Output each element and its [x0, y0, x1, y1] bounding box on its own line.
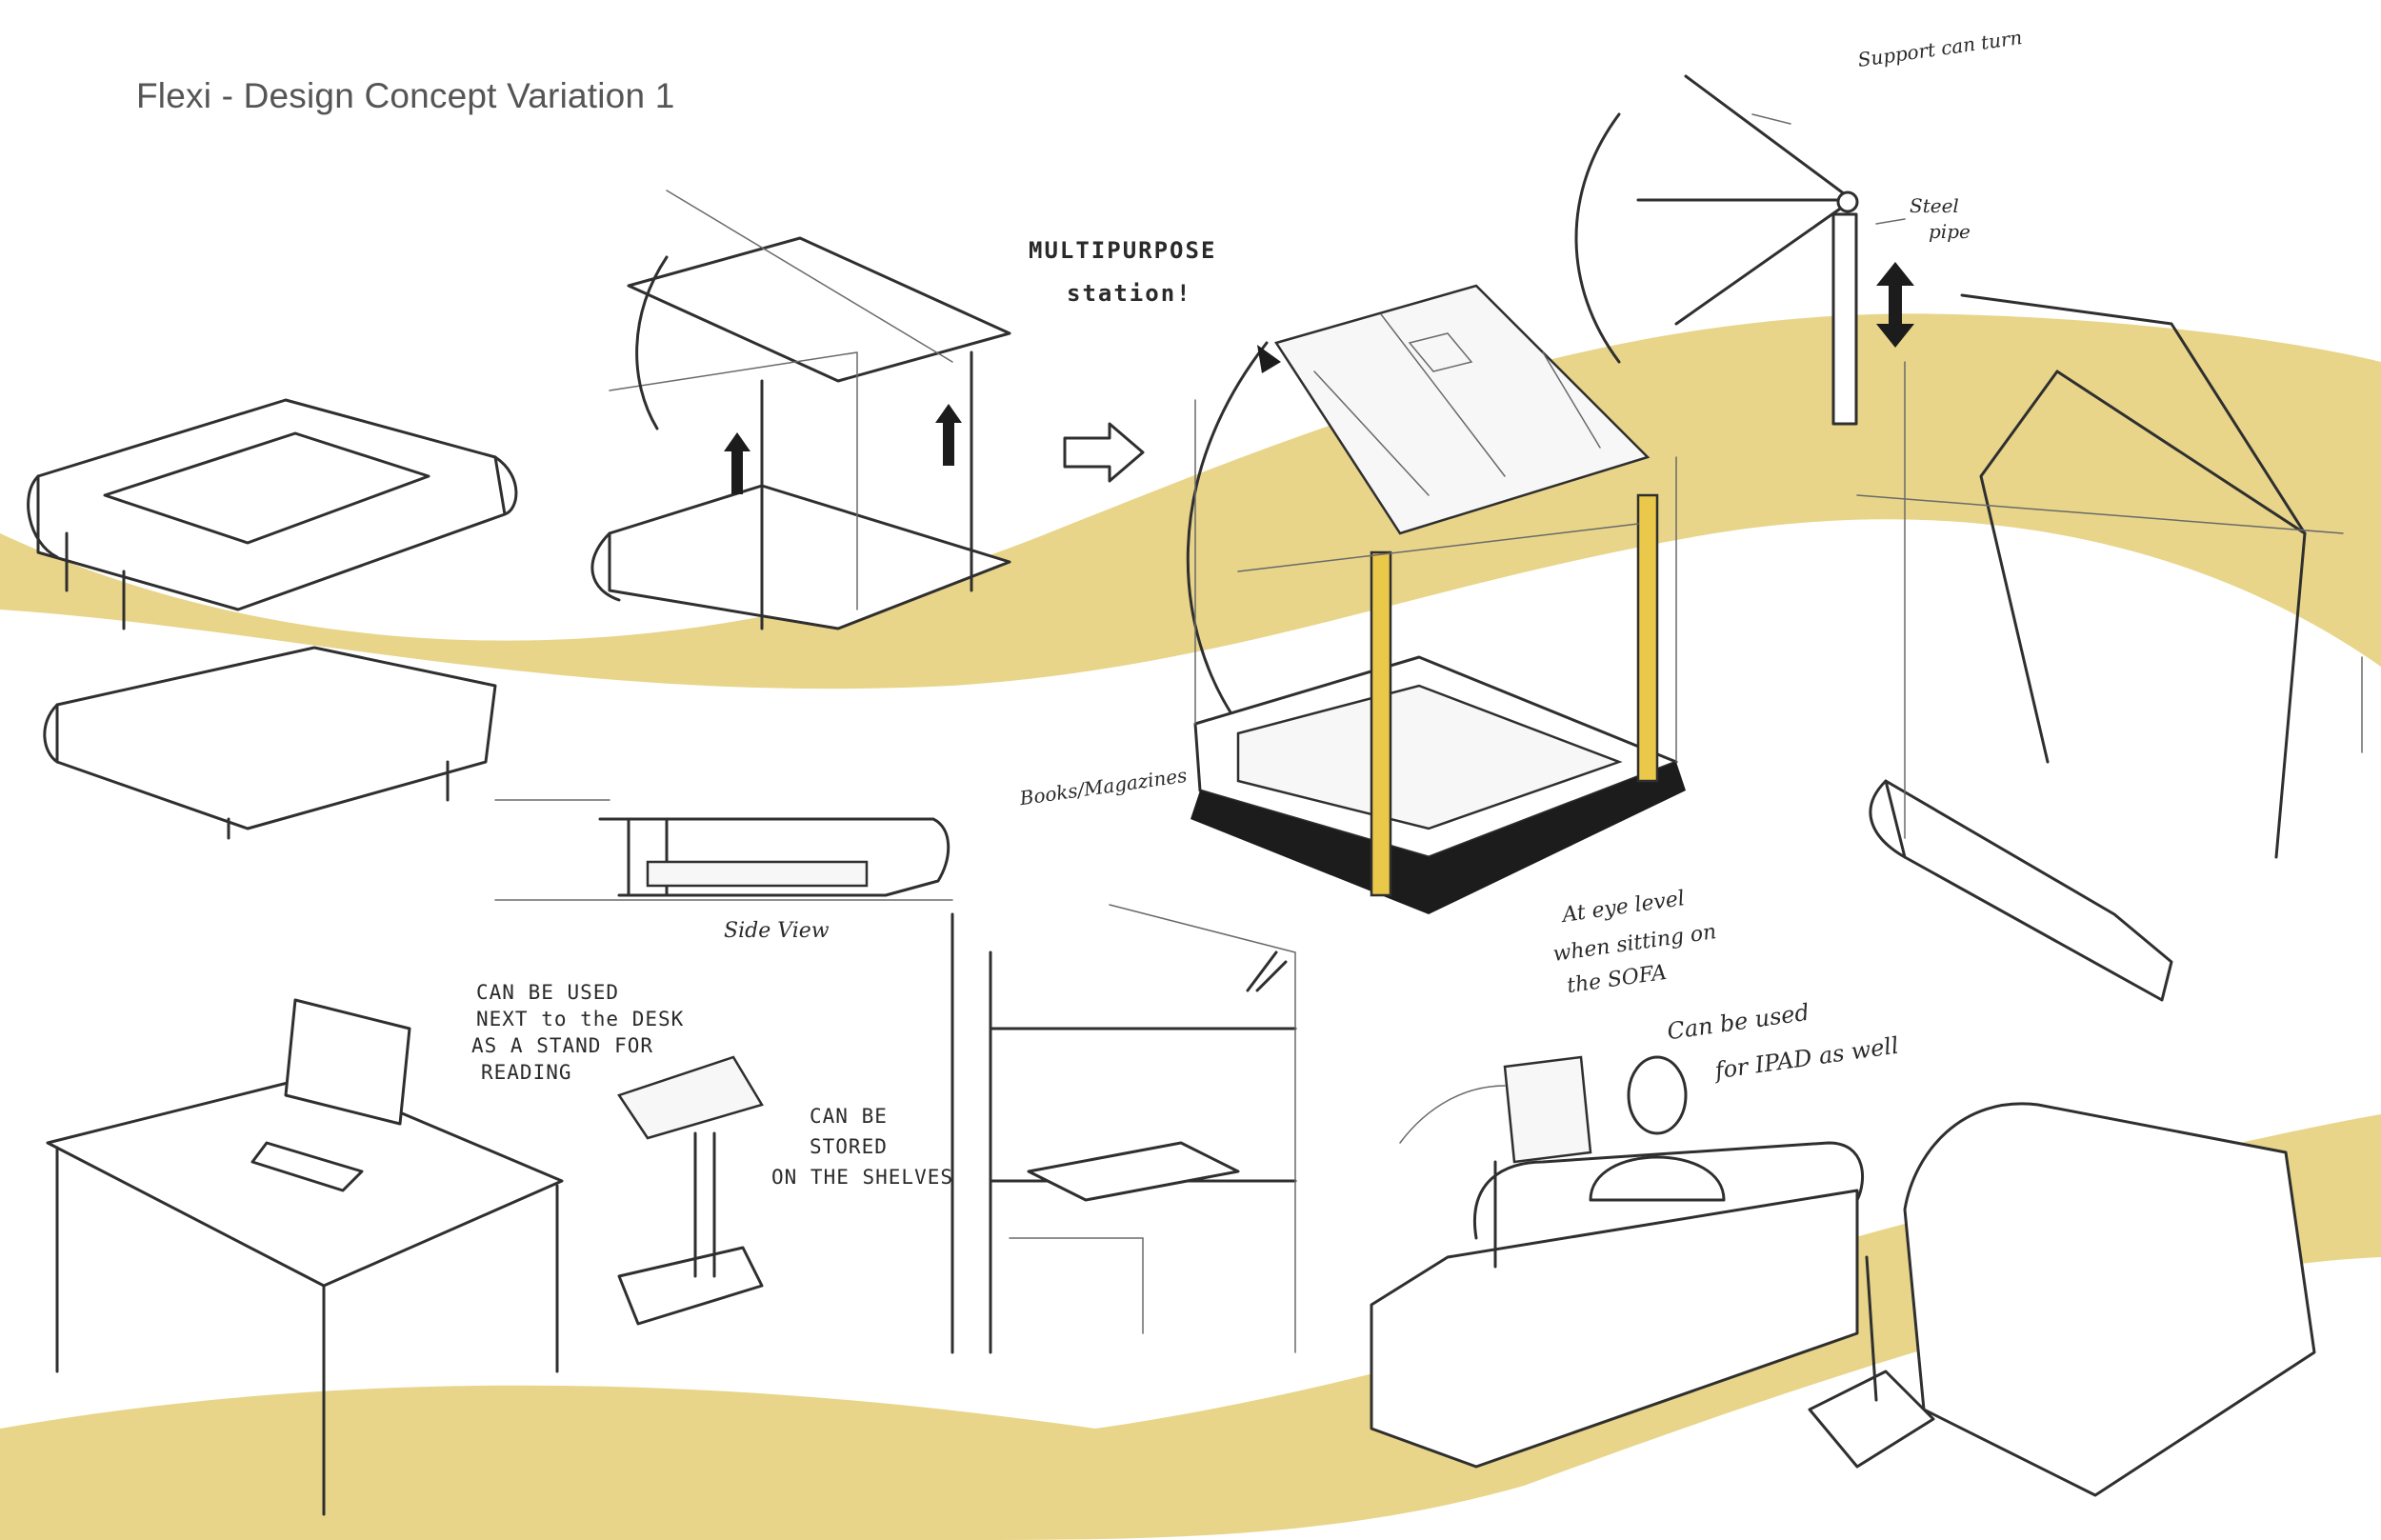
- sofa-scene-sketch: [1370, 1055, 2316, 1497]
- unfolding-stand-sketch: [590, 190, 1011, 630]
- frame-wireframe-sketch: [1856, 293, 2363, 1002]
- transition-arrow-icon: [1063, 422, 1145, 483]
- multipurpose-station-sketch: [1186, 284, 1686, 914]
- desk-scene-sketch: [46, 998, 764, 1516]
- annotation-station: station!: [1067, 280, 1192, 307]
- annotation-pipe: pipe: [1929, 220, 1971, 243]
- accent-band-lower: [0, 1114, 2381, 1540]
- annotation-desk-1: CAN BE USED: [476, 981, 620, 1004]
- annotation-side-view: Side View: [724, 919, 830, 943]
- shelves-scene-sketch: [950, 904, 1297, 1354]
- annotation-desk-2: NEXT to the DESK: [476, 1008, 685, 1030]
- folding-tray-sketch: [27, 398, 518, 840]
- page-title: Flexi - Design Concept Variation 1: [136, 76, 675, 115]
- mechanism-detail-sketch: [1574, 74, 1914, 426]
- annotation-shelves-3: ON THE SHELVES: [771, 1166, 954, 1189]
- side-view-sketch: [494, 799, 953, 901]
- annotation-shelves-1: CAN BE: [810, 1105, 888, 1128]
- annotation-steel: Steel: [1910, 194, 1959, 217]
- annotation-desk-3: AS A STAND FOR: [471, 1034, 654, 1057]
- accent-band-upper: [0, 313, 2381, 690]
- annotation-multipurpose: MULTIPURPOSE: [1029, 237, 1217, 264]
- annotation-shelves-2: STORED: [810, 1135, 888, 1158]
- annotation-desk-4: READING: [481, 1061, 572, 1084]
